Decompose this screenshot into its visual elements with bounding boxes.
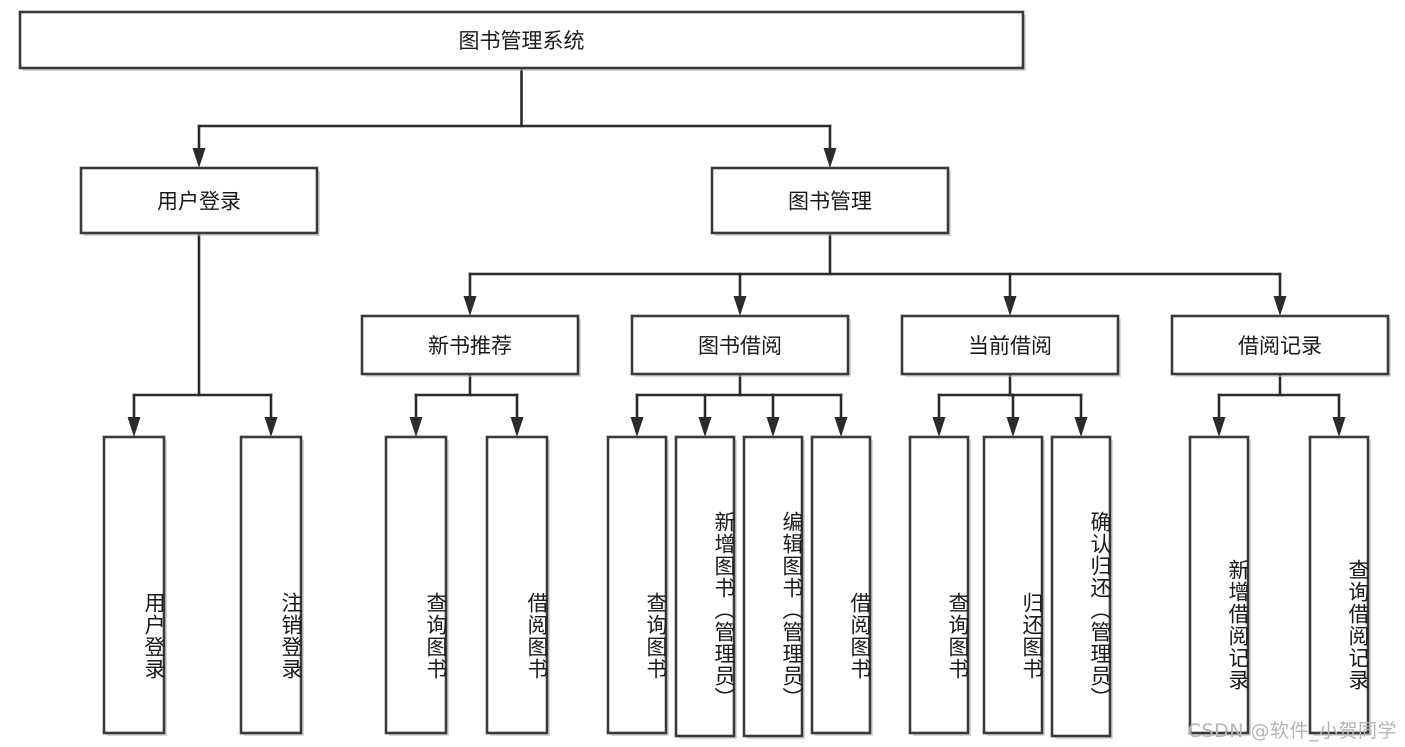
connector-arrow-icon <box>630 417 644 437</box>
node-label-book-borrow: 图书借阅 <box>698 334 782 358</box>
connector-arrow-icon <box>409 417 423 437</box>
node-box-leaf-query-book-rec[interactable] <box>384 435 448 735</box>
connectors-layer <box>127 66 1346 437</box>
node-box-leaf-borrow-book-rec[interactable] <box>485 435 549 735</box>
node-box-current-borrow[interactable] <box>900 314 1120 376</box>
node-label-root: 图书管理系统 <box>459 29 585 53</box>
node-box-leaf-confirm-return-admin[interactable] <box>1050 435 1112 738</box>
node-box-new-book-recommend[interactable] <box>360 314 580 376</box>
connector-arrow-icon <box>834 417 848 437</box>
connector-arrow-icon <box>1003 296 1017 316</box>
node-box-user-login[interactable] <box>79 166 319 235</box>
csdn-watermark: CSDN @软件_小贺同学 <box>1187 720 1397 742</box>
node-box-leaf-borrow-book[interactable] <box>810 435 872 735</box>
connector-arrow-icon <box>1273 296 1287 316</box>
connector-arrow-icon <box>932 417 946 437</box>
node-box-borrow-record[interactable] <box>1170 314 1390 376</box>
node-box-book-borrow[interactable] <box>630 314 850 376</box>
boxes-layer <box>18 10 1391 739</box>
node-box-leaf-query-book-borrow[interactable] <box>606 435 668 735</box>
connector-arrow-icon <box>510 417 524 437</box>
connector-arrow-icon <box>733 296 747 316</box>
node-box-leaf-logout[interactable] <box>239 435 303 735</box>
node-box-leaf-user-login[interactable] <box>102 435 166 735</box>
node-box-root[interactable] <box>18 10 1025 70</box>
node-box-leaf-edit-book-admin[interactable] <box>742 435 804 738</box>
node-label-new-book-recommend: 新书推荐 <box>428 334 512 358</box>
node-box-leaf-add-book-admin[interactable] <box>674 435 736 738</box>
node-label-user-login: 用户登录 <box>157 190 241 214</box>
node-label-book-manage: 图书管理 <box>788 190 872 214</box>
connector-arrow-icon <box>823 148 837 168</box>
connector-arrow-icon <box>1006 417 1020 437</box>
connector-arrow-icon <box>1332 417 1346 437</box>
node-label-borrow-record: 借阅记录 <box>1238 334 1322 358</box>
connector-arrow-icon <box>766 417 780 437</box>
node-box-leaf-query-book-current[interactable] <box>908 435 970 735</box>
node-box-leaf-add-borrow-record[interactable] <box>1188 435 1250 735</box>
node-box-leaf-return-book[interactable] <box>982 435 1044 735</box>
node-box-book-manage[interactable] <box>710 166 950 235</box>
node-label-current-borrow: 当前借阅 <box>968 334 1052 358</box>
connector-arrow-icon <box>1212 417 1226 437</box>
connector-arrow-icon <box>192 148 206 168</box>
connector-arrow-icon <box>463 296 477 316</box>
connector-arrow-icon <box>264 417 278 437</box>
connector-arrow-icon <box>127 417 141 437</box>
node-box-leaf-query-borrow-record[interactable] <box>1308 435 1370 735</box>
connector-arrow-icon <box>1074 417 1088 437</box>
connector-arrow-icon <box>698 417 712 437</box>
